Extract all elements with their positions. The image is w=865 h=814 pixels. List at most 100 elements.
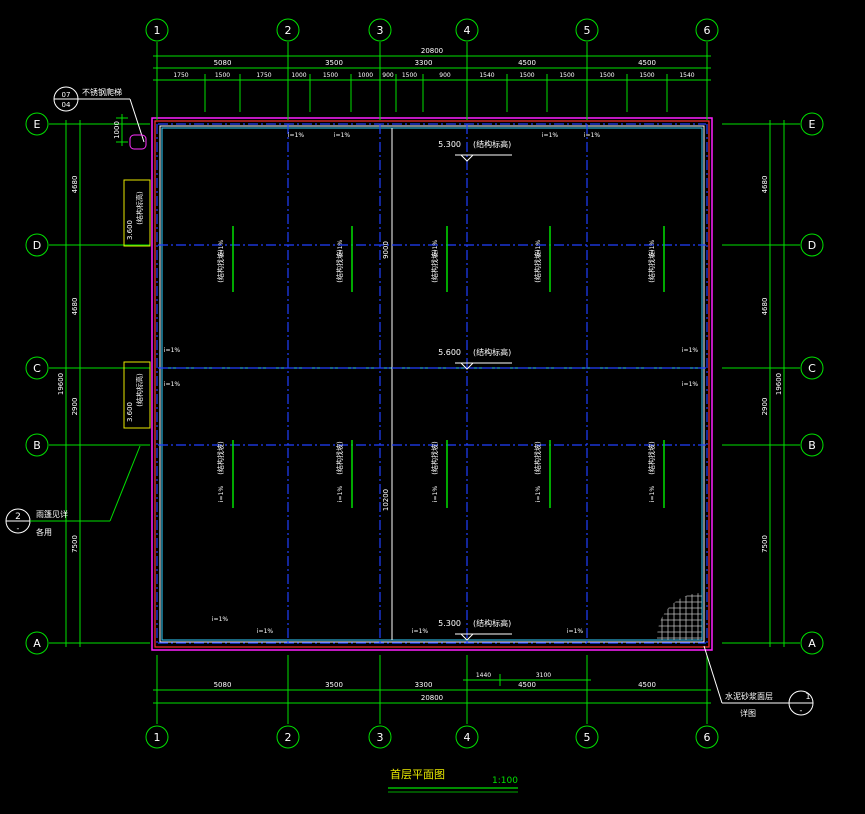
- slope-upper-4: i=1%: [649, 240, 656, 257]
- dim-top-row2-label-0: 1750: [173, 72, 188, 79]
- grid-label-top-2: 2: [285, 24, 292, 37]
- slope-edge-6: i=1%: [412, 628, 429, 635]
- callout-top-text: 不锈钢爬梯: [82, 87, 122, 97]
- grid-bubble-right-A: [800, 631, 824, 655]
- beam-label-lower-2: (结构找坡): [430, 441, 439, 475]
- dim-top-row2-label-9: 1540: [479, 72, 494, 79]
- grid-bubble-right-D: [800, 233, 824, 257]
- dim-top-row2-label-4: 1500: [323, 72, 338, 79]
- dim-bottom-row1-label-3: 4500: [518, 681, 536, 689]
- grid-label-right-A: A: [808, 637, 816, 650]
- grid-bubble-top-6: [695, 18, 719, 42]
- elev-text-1: (结构标高): [473, 347, 511, 357]
- callout-top-num: 07: [62, 91, 71, 99]
- dim-top-row2-label-12: 1500: [599, 72, 614, 79]
- dim-top-row2-label-7: 1500: [402, 72, 417, 79]
- dim-top-row2-label-10: 1500: [519, 72, 534, 79]
- side-tag-box-0: [123, 179, 151, 247]
- beam-label-upper-3: (结构找坡): [533, 249, 542, 283]
- beam-label-lower-4: (结构找坡): [647, 441, 656, 475]
- elev-value-0: 5.300: [438, 140, 461, 149]
- dim-top-row2-label-6: 900: [382, 72, 394, 79]
- beam-label-upper-2: (结构找坡): [430, 249, 439, 283]
- dim-right-total-label: 19600: [775, 373, 783, 395]
- grid-bubble-top-4: [455, 18, 479, 42]
- drawing-title: 首层平面图: [390, 767, 445, 781]
- grid-bubble-right-B: [800, 433, 824, 457]
- side-tag-text-1: (结构标高): [135, 373, 144, 407]
- grid-bubble-bottom-6: [695, 725, 719, 749]
- grid-bubble-top-1: [145, 18, 169, 42]
- slope-edge-11: i=1%: [682, 381, 699, 388]
- slope-edge-1: i=1%: [334, 132, 351, 139]
- grid-bubble-bottom-1: [145, 725, 169, 749]
- callout-left-text2: 各用: [36, 527, 52, 537]
- grid-label-left-B: B: [33, 439, 41, 452]
- dim-right-label-2: 2900: [761, 398, 769, 416]
- drawing-scale: 1:100: [492, 776, 518, 786]
- dim-bottom-extra-label-1: 3100: [536, 672, 551, 679]
- dim-top-row2-label-5: 1000: [358, 72, 373, 79]
- dim-bottom-row1-label-2: 3300: [415, 681, 433, 689]
- grid-label-top-1: 1: [154, 24, 161, 37]
- callout-top-ladder: 07 04 不锈钢爬梯: [53, 86, 147, 150]
- dim-top-row1-label-1: 3500: [325, 59, 343, 67]
- slope-lower-1: i=1%: [337, 486, 344, 503]
- mid-dim-lower: 10200: [382, 489, 390, 511]
- grid-label-bottom-1: 1: [154, 731, 161, 744]
- dim-bottom-row1-label-0: 5080: [214, 681, 232, 689]
- dim-top-row2-label-2: 1750: [256, 72, 271, 79]
- grid-bubble-left-C: [25, 356, 49, 380]
- dim-right-label-3: 7500: [761, 535, 769, 553]
- dim-top-row2-label-3: 1000: [291, 72, 306, 79]
- slope-upper-0: i=1%: [218, 240, 225, 257]
- grid-bubble-top-5: [575, 18, 599, 42]
- grid-label-top-3: 3: [377, 24, 384, 37]
- grid-label-top-4: 4: [464, 24, 471, 37]
- inner-parapet-cyan: [161, 127, 703, 641]
- callout-right-text1: 水泥砂浆面层: [725, 691, 773, 701]
- grid-label-left-D: D: [33, 239, 41, 252]
- grid-label-bottom-6: 6: [704, 731, 711, 744]
- callout-left-num: 2: [15, 512, 21, 522]
- elev-text-2: (结构标高): [473, 618, 511, 628]
- beam-label-lower-1: (结构找坡): [335, 441, 344, 475]
- grid-label-bottom-3: 3: [377, 731, 384, 744]
- dim-top-row2-label-8: 900: [439, 72, 451, 79]
- dim-bottom-extra-label-0: 1440: [476, 672, 491, 679]
- grid-label-right-E: E: [809, 118, 816, 131]
- elev-value-2: 5.300: [438, 619, 461, 628]
- callout-right-text2: 详图: [740, 708, 756, 718]
- dim-top-row2-label-11: 1500: [559, 72, 574, 79]
- slope-edge-0: i=1%: [288, 132, 305, 139]
- grid-bubble-right-E: [800, 112, 824, 136]
- side-tag-text-0: (结构标高): [135, 191, 144, 225]
- dim-top-row1-label-2: 3300: [415, 59, 433, 67]
- dim-top-total-label: 20800: [421, 47, 443, 55]
- grid-label-bottom-4: 4: [464, 731, 471, 744]
- slope-edge-8: i=1%: [164, 347, 181, 354]
- callout-right-sub: -: [800, 706, 803, 715]
- grid-bubble-left-B: [25, 433, 49, 457]
- dim-top-row2-label-13: 1500: [639, 72, 654, 79]
- dim-bottom-row1-label-4: 4500: [638, 681, 656, 689]
- dim-bottom-row1-label-1: 3500: [325, 681, 343, 689]
- slope-edge-7: i=1%: [567, 628, 584, 635]
- grid-label-bottom-2: 2: [285, 731, 292, 744]
- side-tag-box-1: [123, 361, 151, 429]
- inner-wall-white: [159, 125, 705, 643]
- mid-dim-upper: 9000: [382, 241, 390, 259]
- grid-label-top-6: 6: [704, 24, 711, 37]
- grid-bubble-bottom-4: [455, 725, 479, 749]
- grid-bubble-left-E: [25, 112, 49, 136]
- slope-edge-4: i=1%: [212, 616, 229, 623]
- dim-top-row2-label-1: 1500: [215, 72, 230, 79]
- slope-edge-10: i=1%: [682, 347, 699, 354]
- ladder-symbol: [129, 134, 147, 150]
- grid-label-right-C: C: [808, 362, 816, 375]
- grid-label-left-E: E: [34, 118, 41, 131]
- slope-edge-2: i=1%: [542, 132, 559, 139]
- slope-edge-3: i=1%: [584, 132, 601, 139]
- grid-bubble-top-2: [276, 18, 300, 42]
